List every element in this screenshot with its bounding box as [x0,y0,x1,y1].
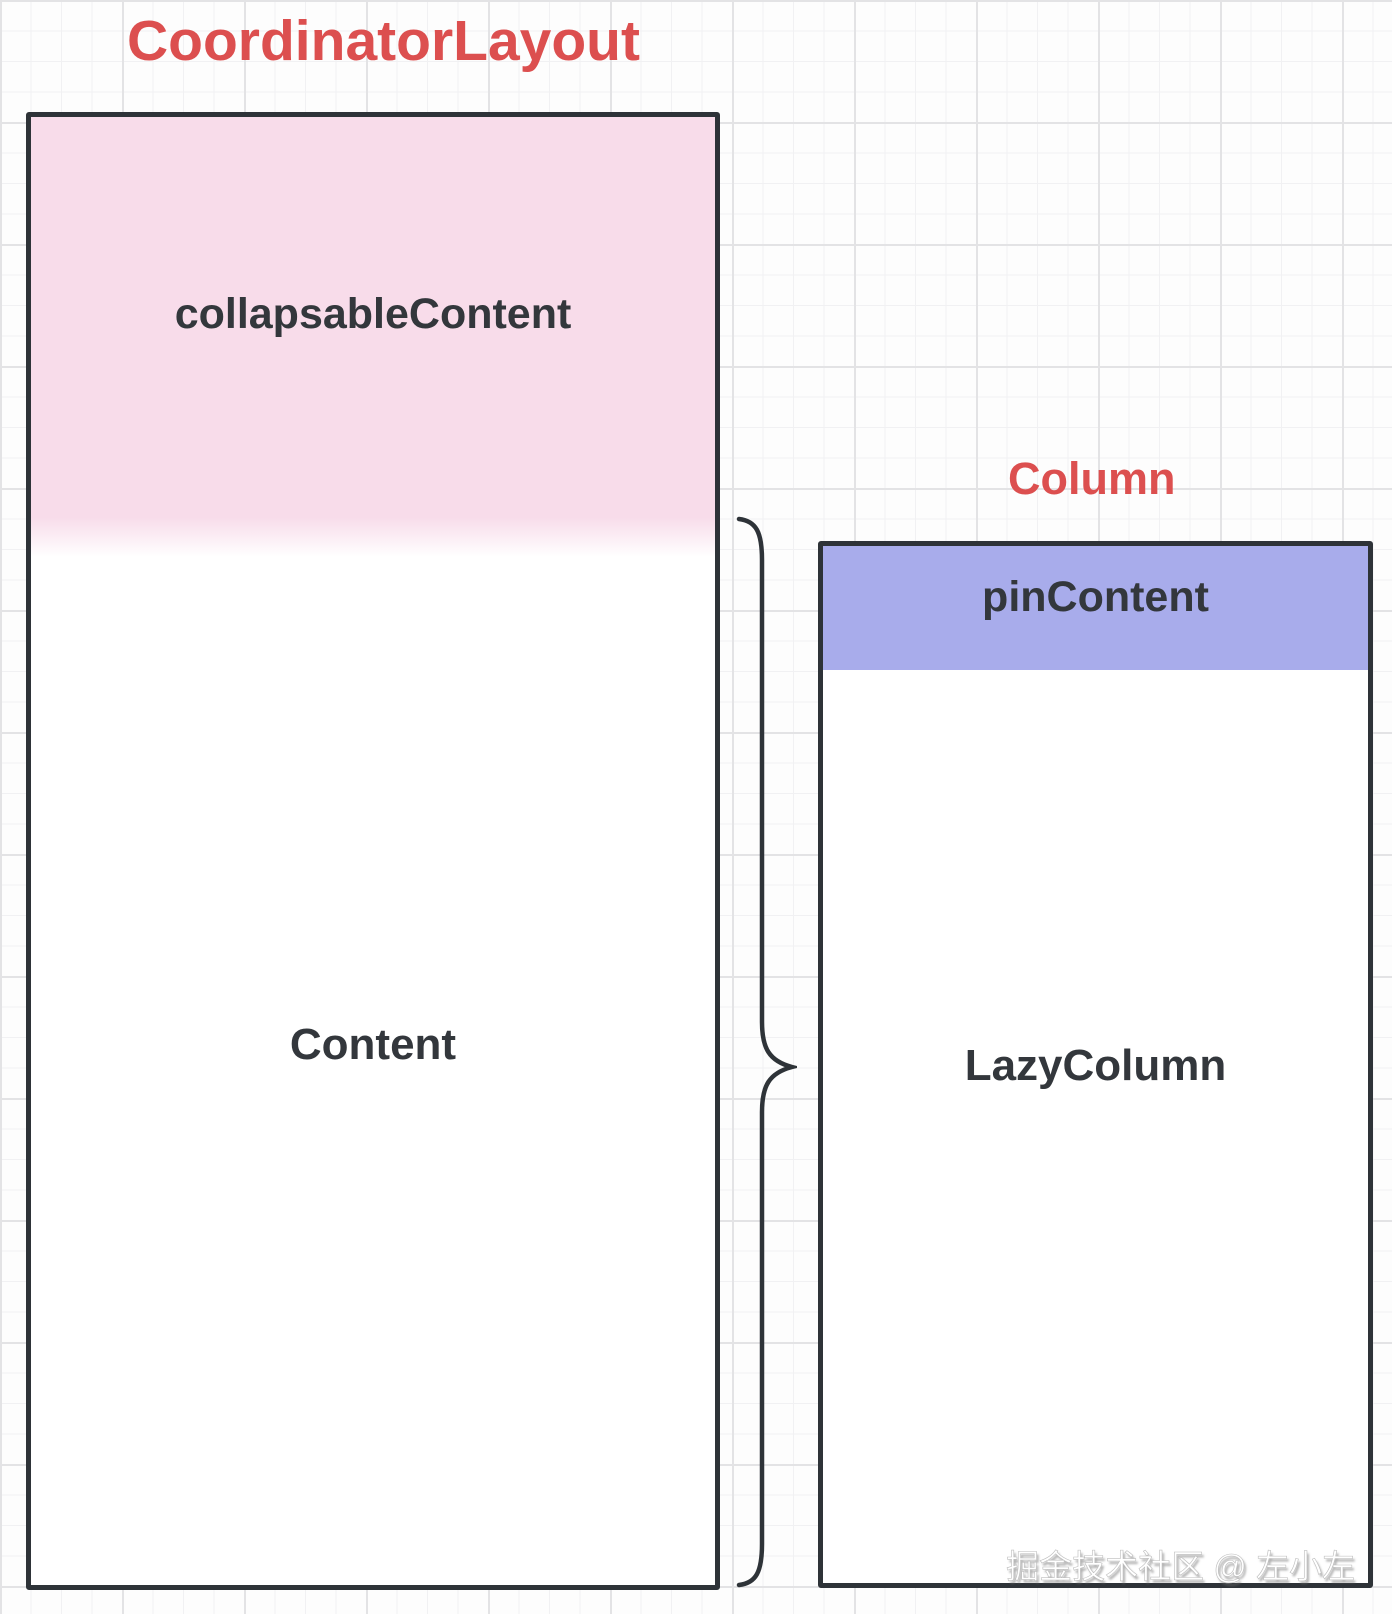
content-label: Content [289,1020,457,1069]
pin-content-label: pinContent [982,572,1209,621]
curly-brace-icon [736,516,797,1588]
coordinator-layout-title: CoordinatorLayout [127,9,640,73]
coordinator-layout-box: collapsableContent Content [26,112,720,1590]
watermark: 掘金技术社区 @ 左小左 [1006,1548,1355,1586]
column-box: pinContent LazyColumn [818,541,1373,1588]
column-title: Column [1008,453,1176,504]
lazy-column-label: LazyColumn [964,1041,1227,1090]
pin-content-region: pinContent [823,546,1368,670]
collapsable-content-region: collapsableContent [31,117,715,557]
collapsable-content-label: collapsableContent [174,290,572,338]
